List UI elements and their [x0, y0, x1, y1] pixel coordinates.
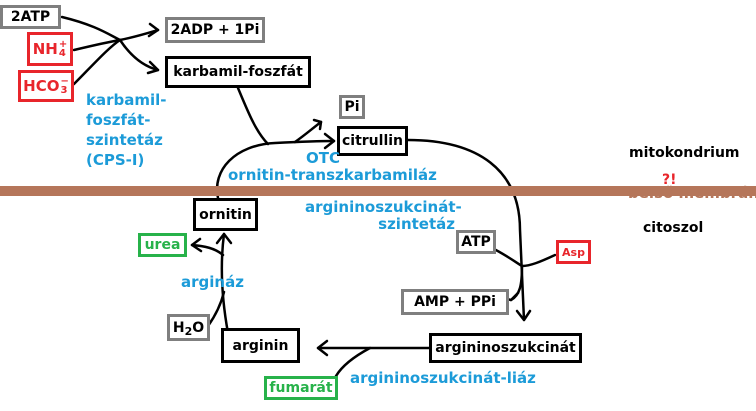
aspartate-label: Asp — [562, 245, 585, 259]
cytosol-label: citoszol — [643, 220, 704, 236]
citrulline-label: citrullin — [341, 133, 404, 149]
arrow-to-carbamoyl-phosphate — [118, 38, 160, 72]
arrow-citrulline-to-argininosuccinate — [406, 138, 526, 322]
arginase-enzyme-label: argináz — [181, 273, 244, 291]
arrow-pi-release — [293, 120, 323, 144]
arrowhead-arginine — [316, 339, 329, 357]
pi-box: Pi — [339, 95, 365, 119]
atp-cofactor-label: ATP — [461, 234, 491, 250]
arrow-arginine-to-ornithine — [220, 232, 230, 335]
fumarate-label: fumarát — [269, 380, 333, 396]
aspartate-box: Asp — [556, 240, 591, 264]
atp-substrate-box: 2ATP — [0, 5, 61, 29]
arrow-nh4-in — [72, 38, 122, 52]
fumarate-box: fumarát — [264, 376, 338, 400]
carbamoyl-phosphate-label: karbamil-foszfát — [173, 64, 303, 80]
inner-membrane — [0, 186, 756, 196]
arrow-asp-in — [520, 253, 557, 268]
adp-pi-label: 2ADP + 1Pi — [170, 22, 260, 38]
bicarbonate-formula: HCO − 3 — [23, 76, 69, 96]
arrow-urea-release — [190, 243, 225, 257]
urea-label: urea — [144, 237, 181, 253]
argininosuccinate-box: argininoszukcinát — [429, 333, 582, 363]
ass-enzyme-label: argininoszukcinát- szintetáz — [305, 198, 462, 233]
carbamoyl-phosphate-box: karbamil-foszfát — [165, 56, 311, 88]
water-formula: H 2 O — [172, 319, 205, 338]
amp-ppi-label: AMP + PPi — [414, 294, 496, 310]
otc-enzyme-label: OTC ornitin-transzkarbamiláz — [228, 149, 437, 184]
arrow-fumarate-release — [334, 346, 372, 378]
arrow-ornithine-to-citrulline — [215, 139, 336, 200]
question-marker: ?! — [662, 172, 677, 188]
mitochondrion-label: mitokondrium — [629, 145, 740, 161]
arginine-label: arginin — [232, 337, 289, 354]
adp-pi-box: 2ADP + 1Pi — [165, 17, 265, 43]
arrowhead-citrulline — [323, 132, 336, 150]
arrow-carbamoyl-to-otc — [236, 86, 270, 146]
arrowhead-argininosuccinate — [515, 309, 532, 322]
pi-label: Pi — [344, 99, 360, 115]
arrow-atp-in — [60, 15, 122, 42]
bicarbonate-box: HCO − 3 — [18, 70, 74, 102]
arrow-hco3-in — [72, 38, 122, 86]
atp-substrate-label: 2ATP — [10, 9, 51, 25]
arrow-atp-asp-in — [490, 246, 524, 268]
argininosuccinate-label: argininoszukcinát — [435, 340, 576, 356]
citrulline-box: citrullin — [337, 126, 408, 156]
ammonium-box: NH + 4 — [27, 32, 73, 66]
arrowhead-ornithine — [215, 232, 233, 245]
asl-enzyme-label: argininoszukcinát-liáz — [350, 369, 536, 387]
arginine-box: arginin — [221, 328, 300, 363]
cps1-enzyme-label: karbamil- foszfát- szintetáz (CPS-I) — [86, 91, 167, 169]
ornithine-box: ornitin — [193, 198, 258, 231]
arrow-water-in — [206, 290, 226, 328]
ammonium-formula: NH + 4 — [32, 39, 68, 59]
arrowhead-pi — [312, 118, 323, 131]
ornithine-label: ornitin — [199, 206, 252, 223]
arrowhead-urea — [190, 237, 203, 253]
arrowhead-carbamoyl-phosphate — [146, 60, 160, 75]
urea-box: urea — [138, 233, 187, 257]
atp-cofactor-box: ATP — [456, 230, 496, 254]
inner-membrane-label: belső membrán — [628, 184, 756, 202]
amp-ppi-box: AMP + PPi — [401, 289, 509, 315]
arrowhead-adp — [147, 22, 160, 38]
water-box: H 2 O — [167, 314, 210, 341]
